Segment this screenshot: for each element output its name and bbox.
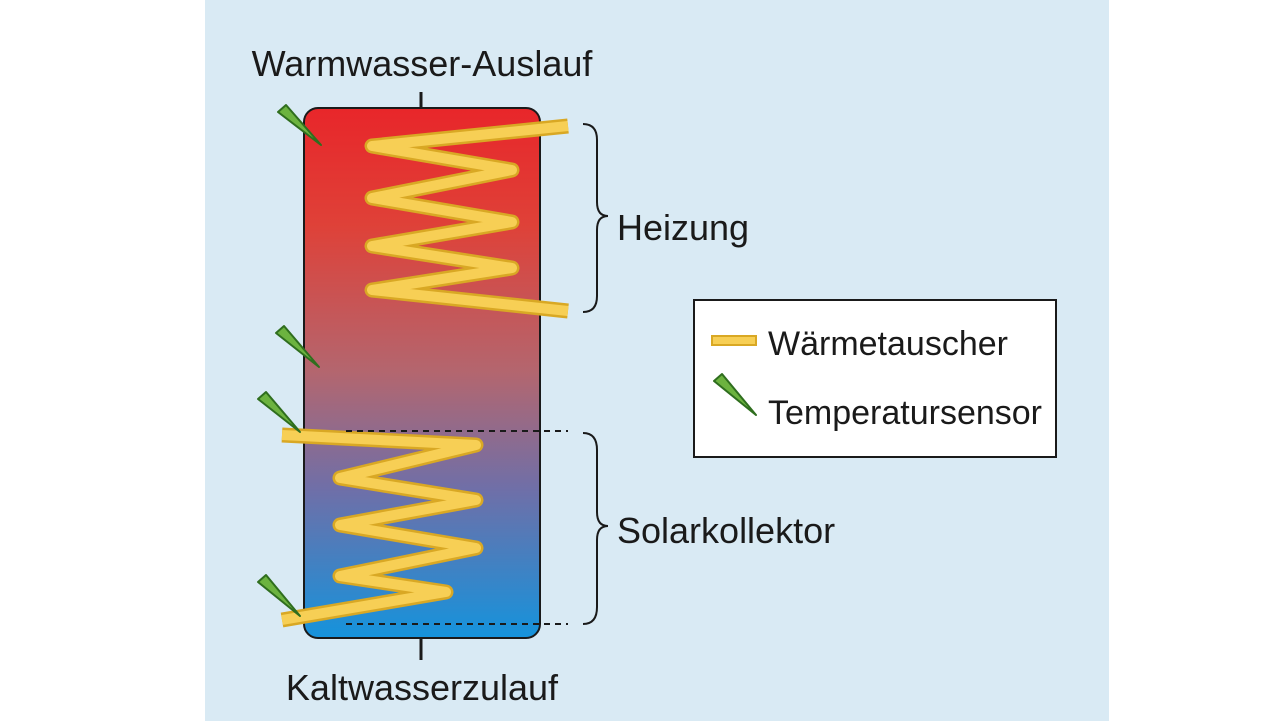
heating-label: Heizung [617, 207, 749, 248]
heating-brace [582, 123, 609, 313]
solar-brace [582, 432, 609, 625]
legend-temp-sensor-label: Temperatursensor [768, 394, 1042, 432]
solar-collector-label: Solarkollektor [617, 510, 835, 551]
legend: Wärmetauscher Temperatursensor [693, 299, 1057, 458]
cold-inlet-label: Kaltwasserzulauf [286, 667, 559, 708]
temperature-sensor-legend-icon [713, 373, 757, 416]
solar-coil-fill [281, 430, 481, 625]
temperature-sensor-icon [257, 574, 301, 617]
temperature-sensor-icon [275, 325, 320, 368]
temperature-sensor-icon [277, 104, 322, 146]
temperature-sensor-icon [257, 391, 301, 433]
legend-heat-exchanger-label: Wärmetauscher [768, 325, 1008, 363]
legend-box [693, 299, 1057, 458]
heating-coil-fill [367, 121, 569, 316]
heat-exchanger-legend-icon [711, 335, 757, 346]
hot-outlet-label: Warmwasser-Auslauf [252, 43, 594, 84]
